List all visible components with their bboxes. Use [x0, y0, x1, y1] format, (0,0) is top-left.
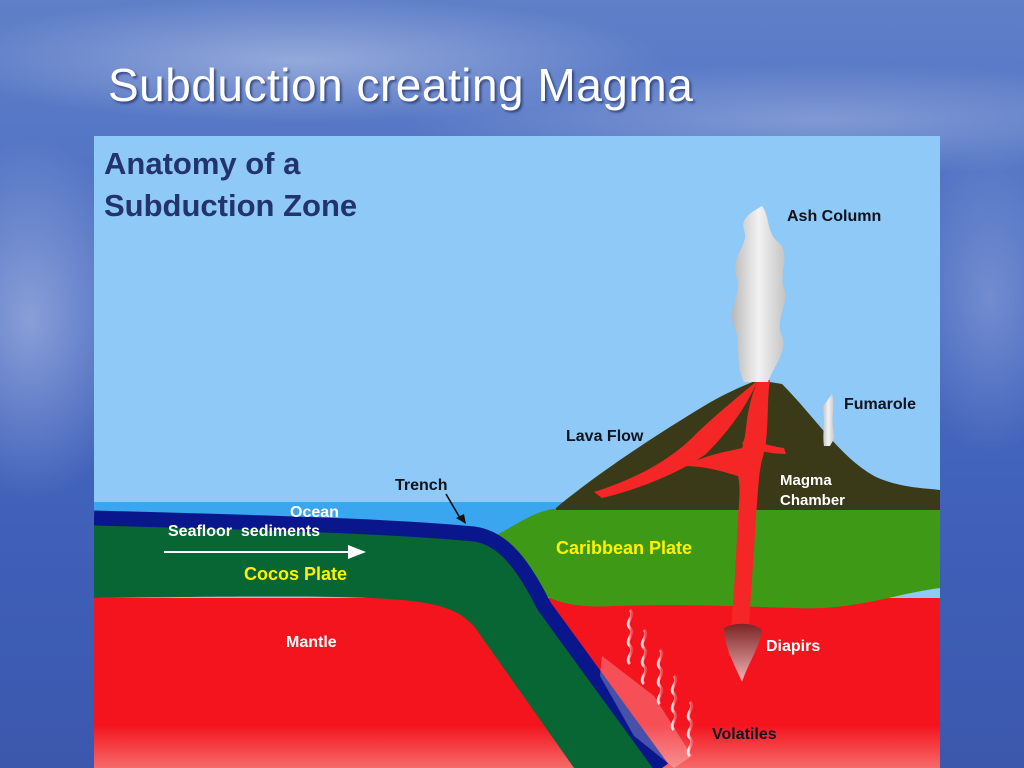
diagram-heading-line1: Anatomy of a [104, 146, 301, 181]
label-lava-flow: Lava Flow [566, 428, 644, 445]
cocos-plate-shape [94, 518, 662, 768]
label-volatiles: Volatiles [712, 726, 777, 743]
subduction-diagram: Anatomy of a Subduction Zone Ash Column … [94, 136, 940, 768]
label-cocos-plate: Cocos Plate [244, 564, 347, 584]
label-seafloor-sediments: Seafloor sediments [168, 523, 320, 540]
slide-title: Subduction creating Magma [108, 59, 694, 111]
label-ocean: Ocean [290, 504, 339, 521]
lava-branch [742, 436, 786, 454]
label-magma-line2: Chamber [780, 492, 845, 509]
volatiles-glow [600, 656, 692, 768]
trench-arrow [445, 493, 466, 524]
subduction-diagram-svg: Anatomy of a Subduction Zone Ash Column … [94, 136, 940, 768]
label-trench: Trench [395, 477, 447, 494]
lava-conduit [684, 380, 770, 656]
diagram-heading-line2: Subduction Zone [104, 188, 357, 223]
label-fumarole: Fumarole [844, 396, 916, 413]
slab-top-edge [94, 510, 669, 768]
caribbean-plate-shape [486, 508, 940, 609]
label-diapirs: Diapirs [766, 638, 820, 655]
label-magma-line1: Magma [780, 472, 832, 489]
plate-motion-arrow [164, 545, 366, 559]
volatiles-waves [626, 608, 694, 758]
diapir-shape [724, 623, 762, 682]
label-ash-column: Ash Column [787, 208, 881, 225]
label-mantle: Mantle [286, 634, 337, 651]
ash-column [731, 206, 786, 382]
fumarole-plume [822, 394, 835, 446]
label-caribbean-plate: Caribbean Plate [556, 538, 692, 558]
